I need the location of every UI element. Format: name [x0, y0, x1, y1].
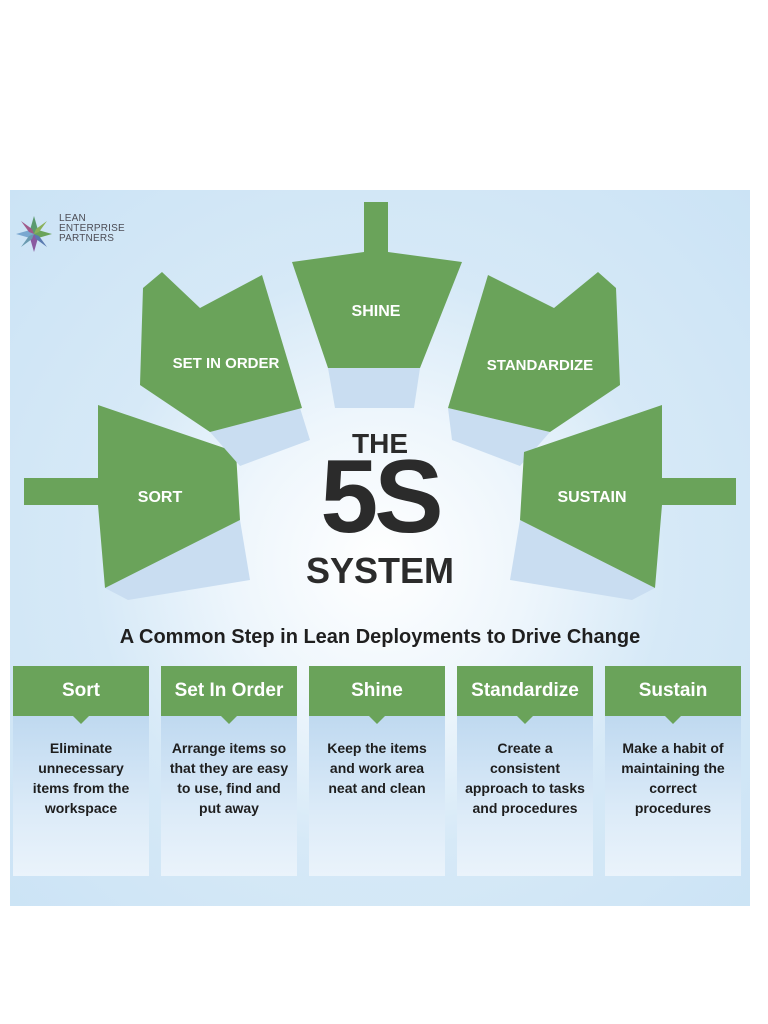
step-pointer [219, 714, 239, 724]
wheel-segment-set-in-order: SET IN ORDER [140, 272, 310, 466]
star-logo-icon [16, 216, 52, 252]
step-pointer [663, 714, 683, 724]
step-columns: Eliminate unnecessary items from the wor… [13, 666, 747, 876]
infographic-panel: LEAN ENTERPRISE PARTNERS SORT SET IN ORD… [10, 190, 750, 906]
step-description: Arrange items so that they are easy to u… [169, 740, 289, 816]
subtitle: A Common Step in Lean Deployments to Dri… [119, 626, 641, 648]
wheel-label-shine: SHINE [352, 303, 401, 320]
step-description: Eliminate unnecessary items from the wor… [32, 740, 130, 816]
step-description: Create a consistent approach to tasks an… [465, 740, 585, 816]
step-pointer [515, 714, 535, 724]
step-column-sort: Eliminate unnecessary items from the wor… [13, 666, 149, 876]
step-pointer [71, 714, 91, 724]
step-header: Sustain [605, 666, 741, 716]
step-body: Keep the items and work area neat and cl… [309, 716, 445, 876]
title-system: SYSTEM [305, 550, 455, 591]
step-column-standardize: Create a consistent approach to tasks an… [457, 666, 593, 876]
wheel-label-sort: SORT [138, 489, 183, 506]
five-s-wheel: SORT SET IN ORDER SHINE STANDARDIZE SUST… [24, 202, 736, 600]
logo-wordmark: LEAN ENTERPRISE PARTNERS [59, 214, 125, 244]
step-description: Make a habit of maintaining the correct … [621, 740, 725, 816]
wheel-label-set-in-order: SET IN ORDER [173, 355, 280, 372]
step-header: Standardize [457, 666, 593, 716]
logo-line: PARTNERS [59, 233, 115, 244]
wheel-segment-sustain: SUSTAIN [510, 405, 736, 600]
step-header: Shine [309, 666, 445, 716]
wheel-segment-sort: SORT [24, 405, 250, 600]
step-column-sustain: Make a habit of maintaining the correct … [605, 666, 741, 876]
step-column-set-in-order: Arrange items so that they are easy to u… [161, 666, 297, 876]
wheel-label-sustain: SUSTAIN [557, 489, 626, 506]
step-column-shine: Keep the items and work area neat and cl… [309, 666, 445, 876]
step-body: Make a habit of maintaining the correct … [605, 716, 741, 876]
step-body: Eliminate unnecessary items from the wor… [13, 716, 149, 876]
step-description: Keep the items and work area neat and cl… [327, 740, 427, 796]
step-header: Set In Order [161, 666, 297, 716]
step-pointer [367, 714, 387, 724]
logo-line: LEAN [59, 213, 86, 224]
wheel-segment-standardize: STANDARDIZE [448, 272, 620, 466]
step-body: Arrange items so that they are easy to u… [161, 716, 297, 876]
logo-line: ENTERPRISE [59, 223, 125, 234]
wheel-segment-shine: SHINE [292, 202, 462, 408]
title-5s: 5S [320, 439, 443, 555]
step-header: Sort [13, 666, 149, 716]
step-body: Create a consistent approach to tasks an… [457, 716, 593, 876]
wheel-label-standardize: STANDARDIZE [487, 357, 593, 374]
title-the: THE [352, 428, 408, 459]
